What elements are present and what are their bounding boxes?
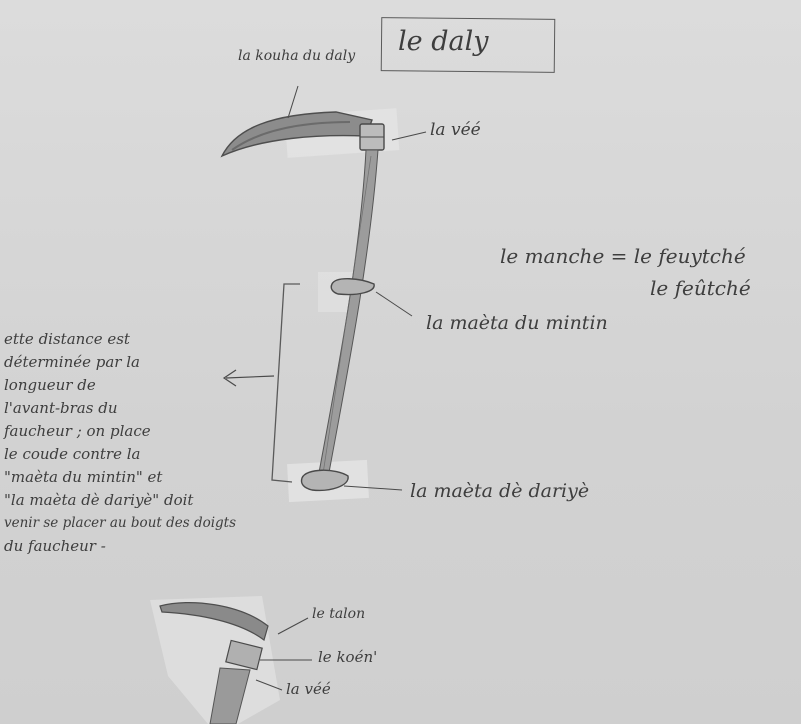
note-line: "la maèta dè dariyè" doit — [4, 489, 236, 512]
label-lower-grip: la maèta dè dariyè — [410, 480, 589, 503]
note-line: ette distance est — [4, 328, 236, 351]
leader-blade — [288, 86, 298, 118]
note-line: l'avant-bras du — [4, 397, 236, 420]
note-line: faucheur ; on place — [4, 420, 236, 443]
leader-heel — [278, 618, 308, 634]
explanation-note: ette distance est déterminée par la long… — [4, 328, 236, 558]
label-upper-grip: la maèta du mintin — [426, 312, 608, 335]
label-handle-definition-line1: le manche = le feuytché — [500, 244, 746, 268]
label-wedge: le koén' — [318, 648, 377, 666]
label-ring-top: la véé — [430, 120, 481, 140]
note-line: "maèta du mintin" et — [4, 466, 236, 489]
label-handle-definition-line2: le feûtché — [650, 276, 751, 300]
upper-grip-shape — [331, 279, 374, 295]
distance-bracket — [272, 284, 300, 482]
diagram-title: le daly — [398, 26, 488, 58]
note-line: le coude contre la — [4, 443, 236, 466]
note-line: venir se placer au bout des doigts — [4, 512, 236, 535]
leader-upper-grip — [376, 292, 412, 316]
handle-shape — [318, 150, 378, 478]
note-line: déterminée par la — [4, 351, 236, 374]
label-ring-bottom: la véé — [286, 680, 331, 698]
note-line: longueur de — [4, 374, 236, 397]
note-line: du faucheur - — [4, 535, 236, 558]
handle-grain — [323, 156, 371, 474]
label-heel: le talon — [312, 606, 365, 623]
label-blade: la kouha du daly — [238, 48, 355, 65]
